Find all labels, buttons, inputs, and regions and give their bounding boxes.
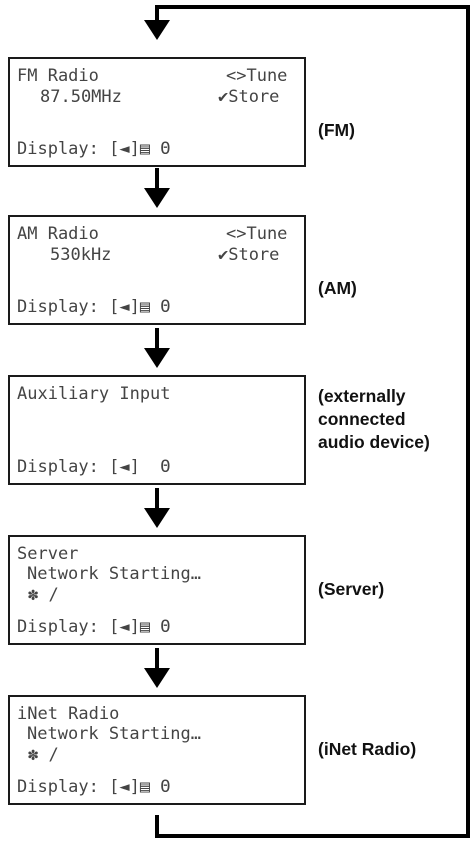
am-radio-screen: AM Radio <>Tune 530kHz ✔Store Display: [… [8, 215, 306, 325]
network-status: Network Starting… [27, 564, 201, 584]
arrow-am-aux [144, 348, 170, 368]
display-status-line: Display: [◄]▤ Θ [17, 617, 171, 637]
network-status: Network Starting… [27, 724, 201, 744]
frequency-readout: 87.50MHz [40, 87, 122, 107]
screen-title: FM Radio [17, 66, 99, 86]
tune-hint: <>Tune [226, 66, 288, 86]
fm-radio-screen: FM Radio <>Tune 87.50MHz ✔Store Display:… [8, 57, 306, 167]
arrow-aux-server [144, 508, 170, 528]
display-status-line: Display: [◄] Θ [17, 457, 171, 477]
mode-label-fm: (FM) [318, 120, 355, 140]
mode-label-inet: (iNet Radio) [318, 739, 417, 759]
store-hint: ✔Store [218, 87, 280, 107]
store-hint: ✔Store [218, 245, 280, 265]
screen-title: Auxiliary Input [17, 384, 171, 404]
arrow-server-inet [144, 668, 170, 688]
mode-label-am: (AM) [318, 278, 357, 298]
tune-hint: <>Tune [226, 224, 288, 244]
loop-back-line [155, 5, 470, 838]
loading-spinner-icon: ✽ / [28, 585, 59, 605]
display-status-line: Display: [◄]▤ Θ [17, 777, 171, 797]
arrow-fm-am [144, 188, 170, 208]
display-status-line: Display: [◄]▤ Θ [17, 297, 171, 317]
inet-radio-screen: iNet Radio Network Starting… ✽ / Display… [8, 695, 306, 805]
screen-title: iNet Radio [17, 704, 120, 724]
screen-title: AM Radio [17, 224, 99, 244]
screen-title: Server [17, 544, 79, 564]
arrow-into-fm [144, 20, 170, 40]
loading-spinner-icon: ✽ / [28, 745, 59, 765]
mode-label-aux: (externally connected audio device) [318, 386, 430, 452]
frequency-readout: 530kHz [50, 245, 112, 265]
server-screen: Server Network Starting… ✽ / Display: [◄… [8, 535, 306, 645]
mode-label-server: (Server) [318, 579, 385, 599]
display-status-line: Display: [◄]▤ Θ [17, 139, 171, 159]
auxiliary-input-screen: Auxiliary Input Display: [◄] Θ [8, 375, 306, 485]
